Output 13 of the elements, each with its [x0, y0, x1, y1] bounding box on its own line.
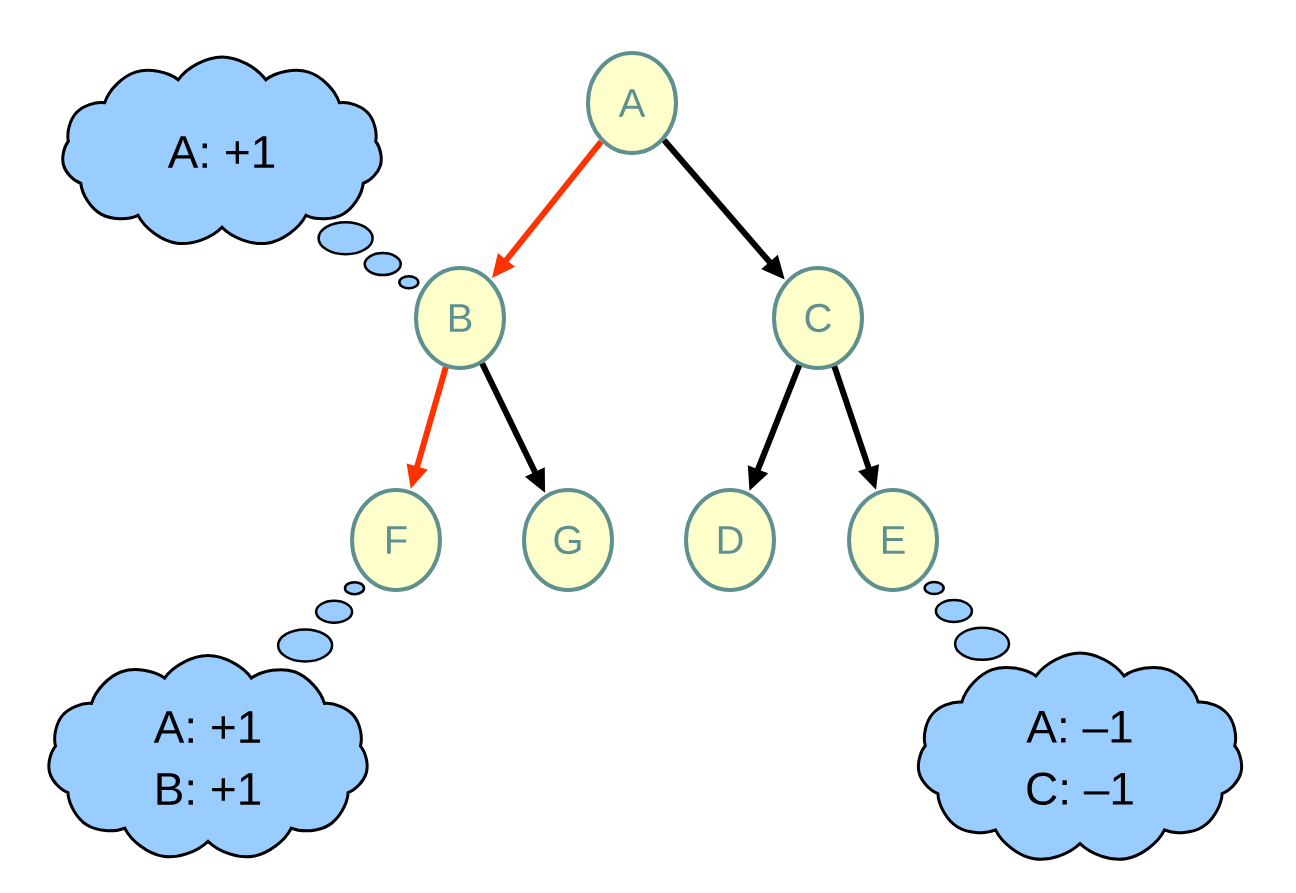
tree-node: D: [684, 488, 776, 592]
tree-node: E: [847, 488, 939, 592]
tree-node: F: [350, 488, 442, 592]
tree-node: B: [414, 266, 506, 370]
thought-bubbles: [923, 580, 1011, 662]
tree-node: C: [772, 266, 864, 370]
tree-node: A: [586, 51, 678, 155]
tree-node: G: [522, 488, 614, 592]
thought-cloud: A: +1: [61, 55, 383, 245]
thought-cloud: A: +1 B: +1: [47, 654, 369, 859]
thought-bubbles: [317, 220, 420, 290]
thought-cloud: A: –1 C: –1: [916, 651, 1244, 861]
thought-bubbles: [276, 580, 366, 663]
